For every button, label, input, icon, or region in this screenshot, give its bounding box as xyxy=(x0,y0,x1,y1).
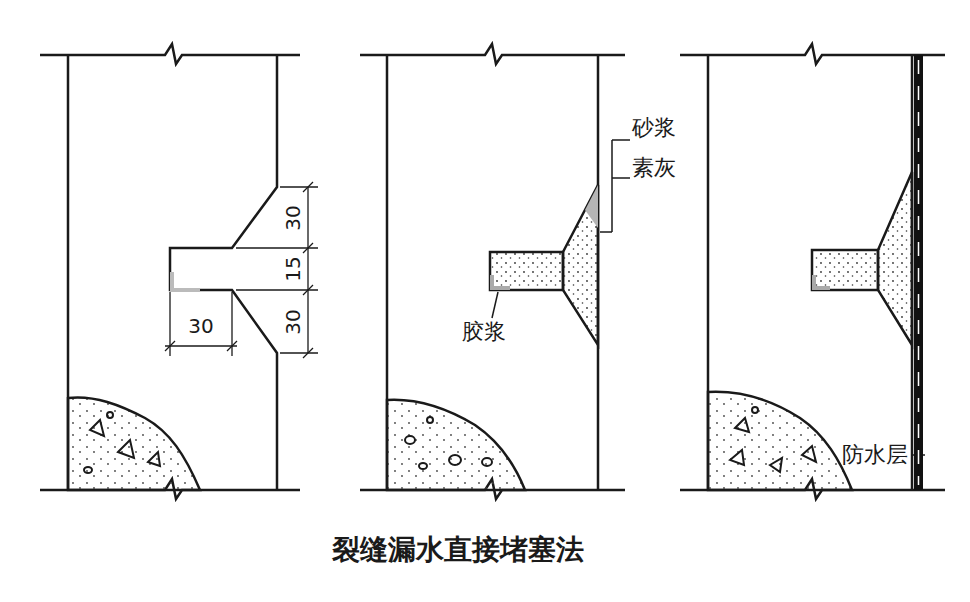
concrete-aggregate xyxy=(68,392,852,490)
dimension-lines xyxy=(165,182,318,358)
filled-groove-2 xyxy=(490,185,598,345)
figure-caption: 裂缝漏水直接堵塞法 xyxy=(332,536,584,564)
wall-panel-1 xyxy=(40,44,300,499)
dimension-number: 30 xyxy=(188,316,213,336)
material-label: 胶浆 xyxy=(462,321,506,343)
wall-panel-3 xyxy=(680,44,945,499)
material-label: 砂浆 xyxy=(632,117,676,139)
layer-label: 防水层 xyxy=(842,444,908,466)
dimension-number: 30 xyxy=(283,204,303,231)
dimension-number: 30 xyxy=(283,308,303,335)
aggregate-stones xyxy=(84,407,816,473)
wall-panel-2 xyxy=(360,44,625,499)
filled-groove-3 xyxy=(812,55,923,490)
material-label: 素灰 xyxy=(632,157,676,179)
dimension-number: 15 xyxy=(283,255,303,282)
